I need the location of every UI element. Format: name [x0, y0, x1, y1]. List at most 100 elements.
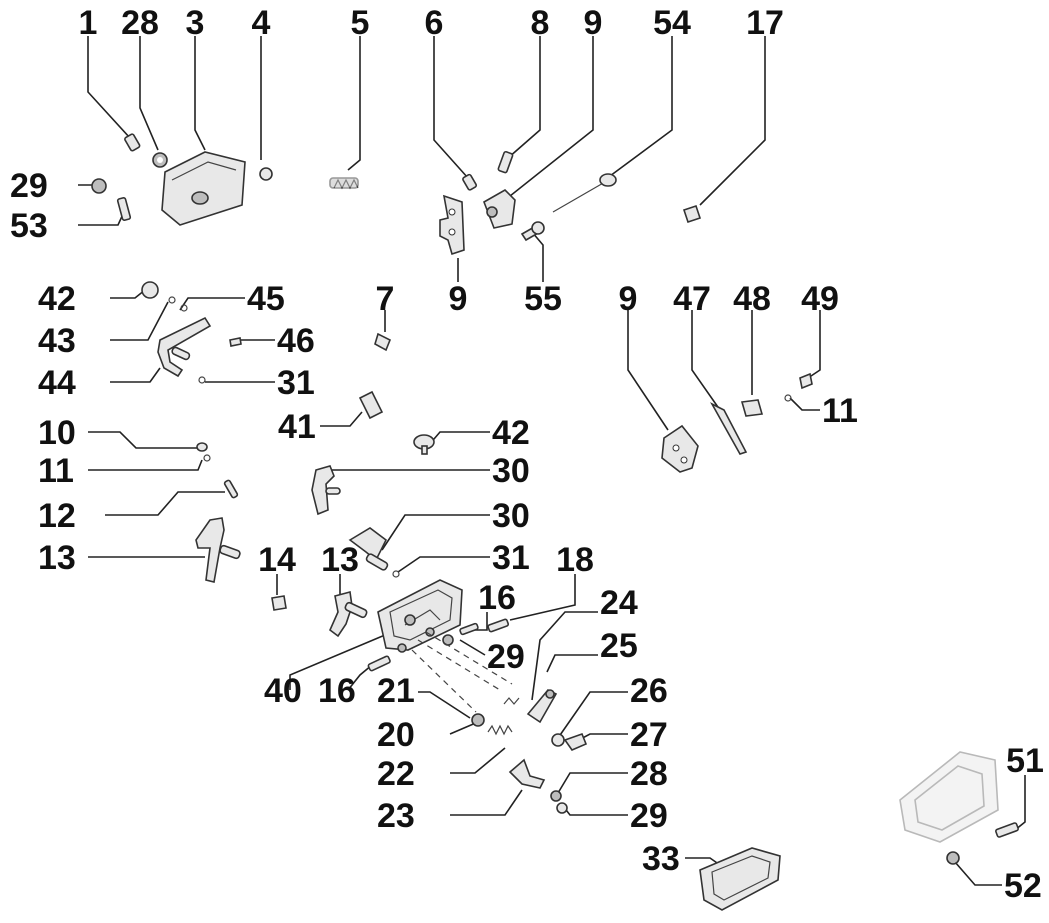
callout-30: 30 — [492, 452, 530, 490]
pin-part-31 — [392, 570, 400, 578]
screw-part-7 — [374, 332, 392, 352]
clip-part — [196, 442, 211, 462]
shift-fork-part-b — [329, 590, 368, 638]
cap-part — [271, 595, 287, 611]
spacer-part — [358, 390, 384, 420]
lever-arm-part — [157, 316, 212, 378]
callout-6: 6 — [425, 4, 444, 42]
callout-54: 54 — [653, 4, 691, 42]
spring-part-22 — [487, 724, 513, 736]
callout-48: 48 — [733, 280, 771, 318]
callout-7: 7 — [376, 280, 395, 318]
callout-29: 29 — [10, 167, 48, 205]
washer-part-26 — [551, 733, 565, 747]
cap-nut-part — [682, 204, 702, 224]
bolt-part-16 — [459, 622, 479, 636]
callout-24: 24 — [600, 584, 638, 622]
callout-10: 10 — [38, 414, 76, 452]
ring-part — [168, 296, 176, 304]
small-lever-part — [563, 732, 588, 751]
callout-12: 12 — [38, 497, 76, 535]
callout-9: 9 — [619, 280, 638, 318]
stud-part-8 — [497, 150, 514, 174]
stud-part — [116, 196, 132, 222]
nut-part — [91, 178, 107, 194]
bolt-part-51 — [995, 822, 1019, 838]
callout-4: 4 — [252, 4, 271, 42]
bolt-part-16b — [367, 655, 391, 672]
assembly-guide-lines — [411, 631, 513, 713]
callout-45: 45 — [247, 280, 285, 318]
callout-11: 11 — [38, 452, 74, 490]
plate-part-48 — [740, 399, 764, 417]
callout-27: 27 — [630, 716, 668, 754]
callout-29: 29 — [487, 638, 525, 676]
washer-part-20 — [471, 713, 485, 727]
knob-part — [413, 434, 435, 455]
callout-1: 1 — [79, 4, 98, 42]
callout-8: 8 — [531, 4, 550, 42]
nut-part-52 — [946, 851, 960, 865]
callout-18: 18 — [556, 541, 594, 579]
bolt-part — [124, 133, 141, 152]
washer-part-28b — [550, 790, 562, 802]
blade-part — [710, 402, 748, 455]
callout-42: 42 — [492, 414, 530, 452]
ball-part — [141, 281, 159, 299]
callout-28: 28 — [630, 755, 668, 793]
callout-43: 43 — [38, 322, 76, 360]
callout-52: 52 — [1004, 867, 1042, 905]
ring-part-45 — [180, 304, 188, 312]
bolt-part-55 — [520, 221, 545, 242]
ghost-housing-part — [899, 751, 999, 843]
callout-5: 5 — [351, 4, 370, 42]
spring-part — [329, 177, 359, 190]
callout-41: 41 — [278, 408, 316, 446]
screw-part — [259, 167, 273, 181]
callout-55: 55 — [524, 280, 562, 318]
callout-13: 13 — [38, 539, 76, 577]
callout-14: 14 — [258, 541, 296, 579]
callout-49: 49 — [801, 280, 839, 318]
callout-31: 31 — [492, 539, 530, 577]
callout-9: 9 — [584, 4, 603, 42]
callout-20: 20 — [377, 716, 415, 754]
callout-22: 22 — [377, 755, 415, 793]
callout-13: 13 — [321, 541, 359, 579]
bracket-part-9c — [661, 424, 699, 473]
callout-17: 17 — [746, 4, 784, 42]
callout-28: 28 — [121, 4, 159, 42]
callout-16: 16 — [318, 672, 356, 710]
callout-29: 29 — [630, 797, 668, 835]
parts-drawing — [91, 133, 1019, 911]
lever-plate-part — [526, 689, 558, 724]
nut-part-29b — [442, 634, 454, 646]
callout-33: 33 — [642, 840, 680, 878]
callout-25: 25 — [600, 627, 638, 665]
callout-51: 51 — [1006, 742, 1044, 780]
callout-31: 31 — [277, 364, 315, 402]
callout-9: 9 — [449, 280, 468, 318]
callout-42: 42 — [38, 280, 76, 318]
callout-44: 44 — [38, 364, 76, 402]
screw-part-46 — [229, 337, 242, 347]
pin-part-12 — [223, 479, 239, 499]
cover-housing-part — [161, 151, 246, 226]
pin-part — [198, 376, 206, 384]
lever-part-30b — [348, 527, 389, 571]
bracket-plate-part — [439, 194, 465, 256]
lever-part-30 — [311, 465, 341, 516]
callout-16: 16 — [478, 579, 516, 617]
shift-fork-part — [195, 517, 241, 583]
callout-3: 3 — [186, 4, 205, 42]
callout-11: 11 — [822, 392, 858, 430]
callout-23: 23 — [377, 797, 415, 835]
screw-part-49 — [799, 372, 813, 390]
washer-part — [152, 152, 168, 168]
lever-part-23 — [508, 758, 546, 789]
spring-clip-part — [503, 697, 520, 705]
callout-47: 47 — [673, 280, 711, 318]
bolt-part-18 — [487, 618, 510, 633]
callout-53: 53 — [10, 207, 48, 245]
